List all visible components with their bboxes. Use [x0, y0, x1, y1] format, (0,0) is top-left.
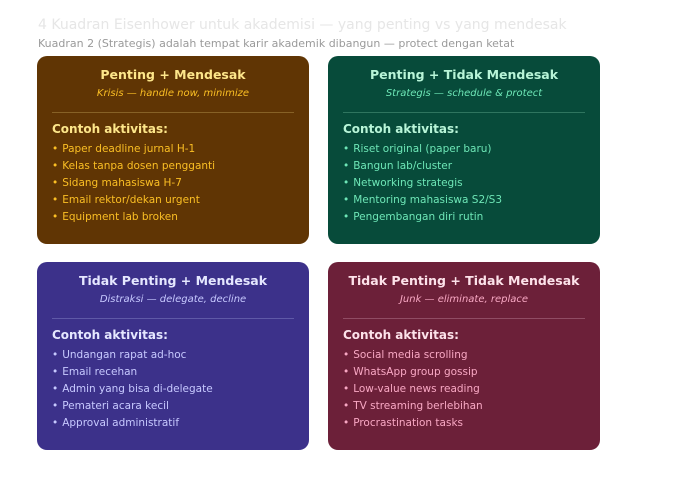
activity-list: Social media scrolling WhatsApp group go… — [343, 347, 585, 432]
list-item: Undangan rapat ad-hoc — [52, 347, 294, 364]
activity-list: Paper deadline jurnal H-1 Kelas tanpa do… — [52, 141, 294, 226]
list-item: Pemateri acara kecil — [52, 398, 294, 415]
list-item: Paper deadline jurnal H-1 — [52, 141, 294, 158]
quadrant-tagline: Junk — eliminate, replace — [399, 294, 529, 305]
activity-list: Undangan rapat ad-hoc Email recehan Admi… — [52, 347, 294, 432]
quadrant-heading: Tidak Penting + Tidak Mendesak — [348, 273, 580, 288]
quadrant-tagline: Strategis — schedule & protect — [385, 88, 543, 99]
quadrant-section-label: Contoh aktivitas: — [52, 328, 168, 342]
list-item: Low-value news reading — [343, 381, 585, 398]
quadrant-divider — [343, 112, 585, 113]
quadrant-divider — [343, 318, 585, 319]
list-item: Approval administratif — [52, 415, 294, 432]
page-title: 4 Kuadran Eisenhower untuk akademisi — y… — [38, 17, 567, 33]
list-item: TV streaming berlebihan — [343, 398, 585, 415]
quadrant-heading: Penting + Tidak Mendesak — [369, 67, 559, 82]
quadrant-tagline: Distraksi — delegate, decline — [99, 294, 247, 305]
quadrant-urgent-not-important: Tidak Penting + Mendesak Distraksi — del… — [37, 262, 309, 450]
list-item: Social media scrolling — [343, 347, 585, 364]
list-item: Kelas tanpa dosen pengganti — [52, 158, 294, 175]
quadrant-not-urgent-not-important: Tidak Penting + Tidak Mendesak Junk — el… — [328, 262, 600, 450]
quadrant-divider — [52, 318, 294, 319]
list-item: Bangun lab/cluster — [343, 158, 585, 175]
quadrant-heading: Tidak Penting + Mendesak — [78, 273, 268, 288]
list-item: Sidang mahasiswa H-7 — [52, 175, 294, 192]
list-item: WhatsApp group gossip — [343, 364, 585, 381]
list-item: Email rektor/dekan urgent — [52, 192, 294, 209]
quadrant-section-label: Contoh aktivitas: — [52, 122, 168, 136]
page-subtitle: Kuadran 2 (Strategis) adalah tempat kari… — [38, 37, 515, 50]
quadrant-important-not-urgent: Penting + Tidak Mendesak Strategis — sch… — [328, 56, 600, 244]
list-item: Mentoring mahasiswa S2/S3 — [343, 192, 585, 209]
list-item: Equipment lab broken — [52, 209, 294, 226]
activity-list: Riset original (paper baru) Bangun lab/c… — [343, 141, 585, 226]
list-item: Riset original (paper baru) — [343, 141, 585, 158]
list-item: Admin yang bisa di-delegate — [52, 381, 294, 398]
quadrant-heading: Penting + Mendesak — [100, 67, 246, 82]
list-item: Networking strategis — [343, 175, 585, 192]
quadrant-tagline: Krisis — handle now, minimize — [96, 88, 250, 99]
list-item: Email recehan — [52, 364, 294, 381]
quadrant-urgent-important: Penting + Mendesak Krisis — handle now, … — [37, 56, 309, 244]
quadrant-divider — [52, 112, 294, 113]
quadrant-section-label: Contoh aktivitas: — [343, 122, 459, 136]
quadrant-section-label: Contoh aktivitas: — [343, 328, 459, 342]
list-item: Procrastination tasks — [343, 415, 585, 432]
list-item: Pengembangan diri rutin — [343, 209, 585, 226]
